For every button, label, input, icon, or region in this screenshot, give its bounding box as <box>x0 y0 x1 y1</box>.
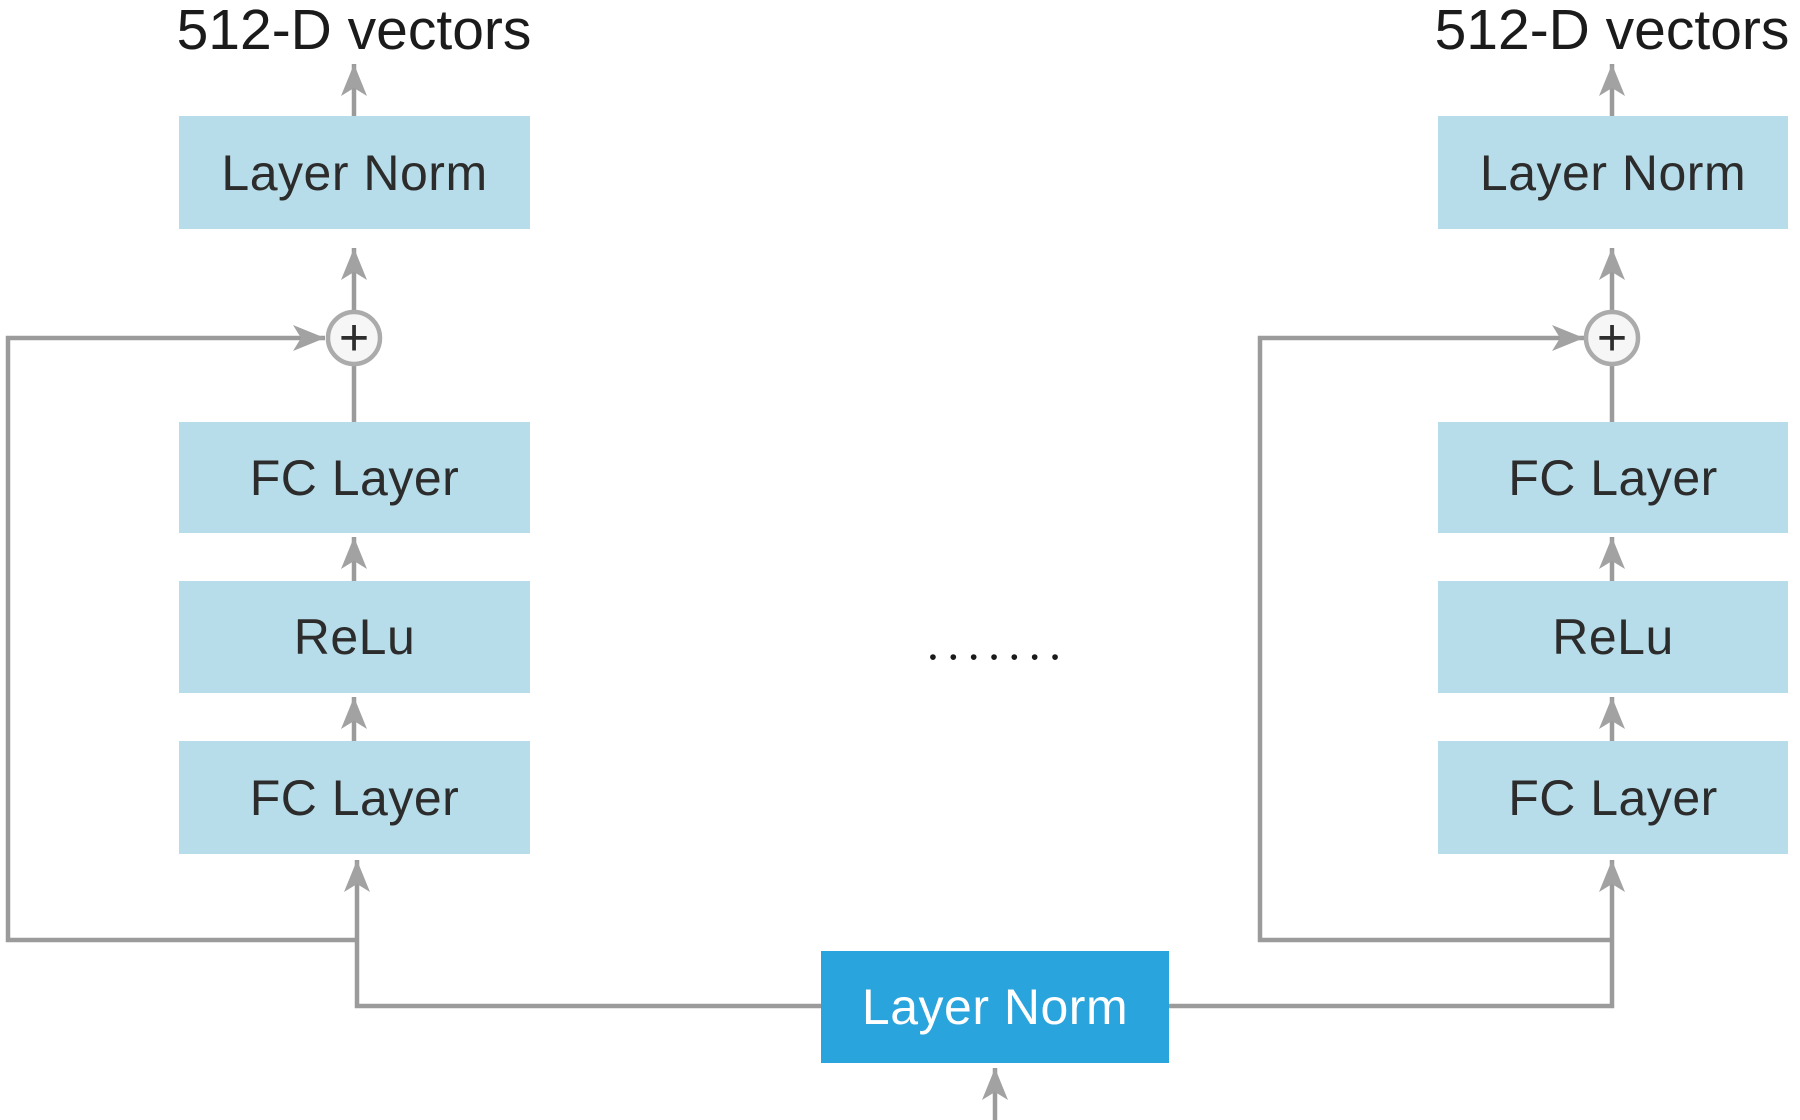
left-relu-box: ReLu <box>179 581 530 693</box>
left-layer-norm-label: Layer Norm <box>221 144 488 201</box>
right-add-node-circle <box>1583 309 1641 367</box>
right-fc-layer-top-box: FC Layer <box>1438 422 1788 533</box>
bottom-layer-norm-box: Layer Norm <box>821 951 1169 1063</box>
right-fc-layer-bottom-box: FC Layer <box>1438 741 1788 854</box>
right-skip-connection-line <box>1257 325 1612 943</box>
left-layer-norm-box: Layer Norm <box>179 116 530 229</box>
ellipsis-dots: ••••••• <box>929 646 1072 669</box>
right-output-label: 512-D vectors <box>1434 0 1790 62</box>
right-add-icon: + <box>1596 309 1628 367</box>
right-layer-norm-label: Layer Norm <box>1479 144 1747 201</box>
left-fc-layer-top-box: FC Layer <box>179 422 530 533</box>
left-fc-layer-bottom-box: FC Layer <box>179 741 530 854</box>
right-fc-layer-bottom-label: FC Layer <box>1508 769 1718 826</box>
left-output-label: 512-D vectors <box>176 0 532 62</box>
right-input-riser-arrow <box>1169 860 1625 1009</box>
left-add-icon: + <box>338 309 370 367</box>
bottom-layer-norm-label: Layer Norm <box>861 979 1129 1035</box>
left-add-node-circle <box>325 309 383 367</box>
right-layer-norm-box: Layer Norm <box>1438 116 1788 229</box>
left-fc-layer-bottom-label: FC Layer <box>249 769 460 826</box>
left-relu-label: ReLu <box>293 609 416 665</box>
left-skip-connection-line <box>5 325 357 943</box>
left-fc-layer-top-label: FC Layer <box>249 449 460 506</box>
right-relu-box: ReLu <box>1438 581 1788 693</box>
left-input-riser-arrow <box>344 860 821 1009</box>
right-fc-layer-top-label: FC Layer <box>1508 449 1718 506</box>
right-relu-label: ReLu <box>1552 609 1674 665</box>
